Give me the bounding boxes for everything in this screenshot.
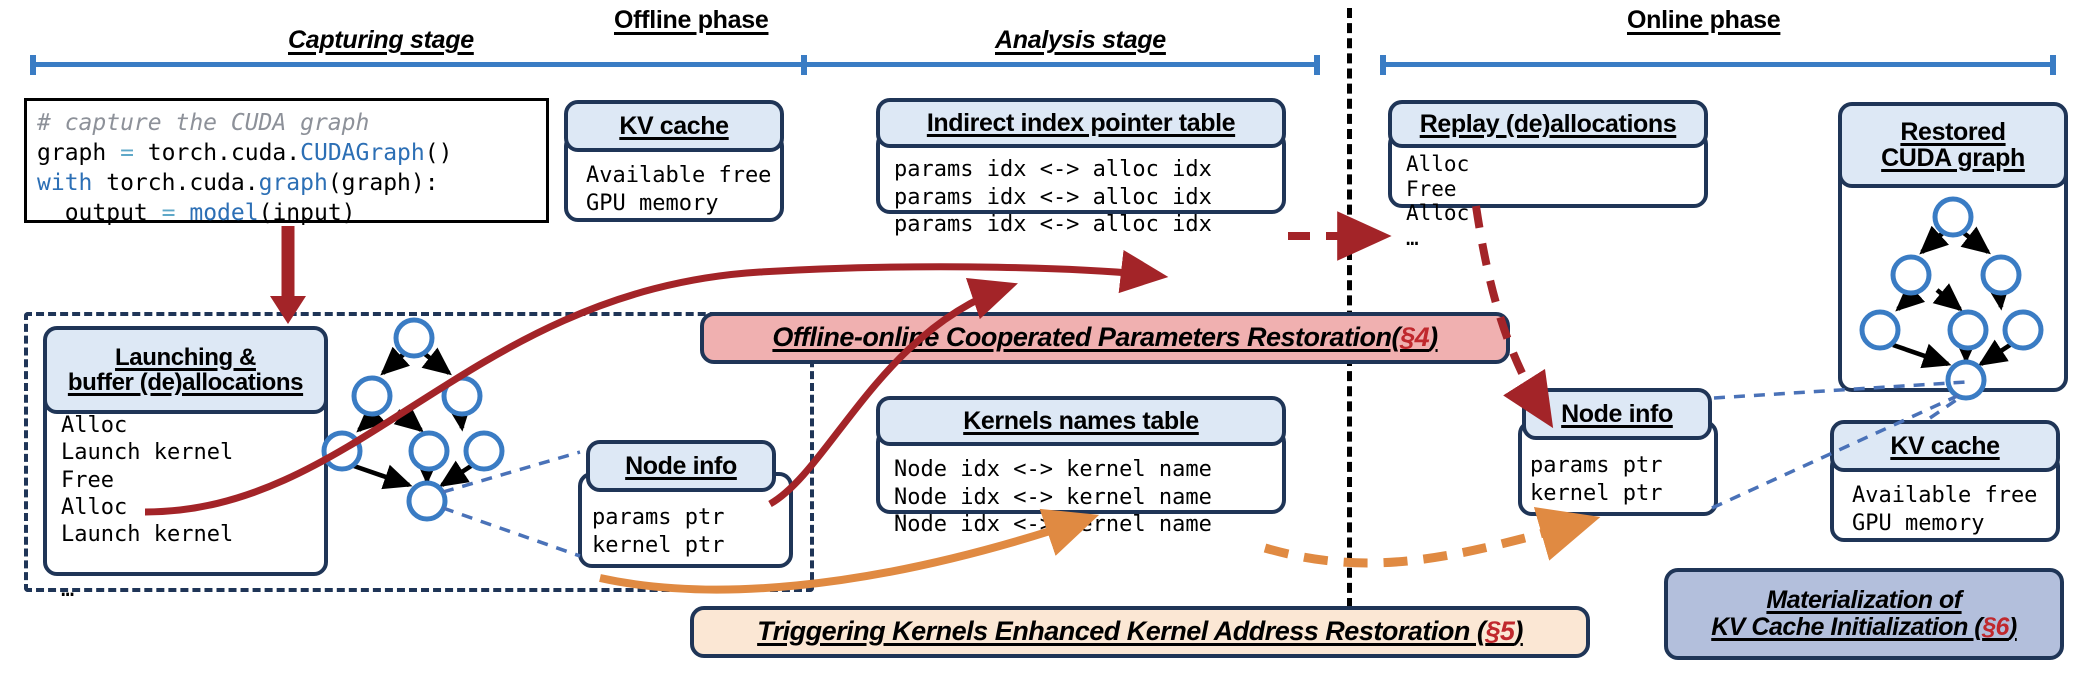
timeline-cap-stage-divider (801, 55, 807, 75)
card-title-line: Restored (1900, 117, 2006, 146)
timeline-cap-offline-start (30, 55, 36, 75)
card-title-line: KV cache (619, 111, 729, 140)
banner-kv-line1: Materialization of (1766, 585, 1962, 614)
indirect-index-pointer-table-title: Indirect index pointer table (876, 98, 1286, 148)
timeline-offline-capturing (34, 62, 804, 67)
captured-graph-svg (321, 317, 505, 522)
phase-label-online: Online phase (1627, 6, 1781, 34)
code-block: # capture the CUDA graph graph = torch.cu… (24, 98, 549, 226)
card-title-line: CUDA graph (1881, 144, 2025, 172)
stage-label-capturing: Capturing stage (288, 26, 474, 54)
timeline-online (1384, 62, 2056, 67)
card-title-line: buffer (de)allocations (67, 369, 304, 396)
timeline-cap-online-end (2050, 55, 2056, 75)
banner-kernel-text: Triggering Kernels Enhanced Kernel Addre… (757, 616, 1486, 647)
card-title-line: KV cache (1890, 431, 2000, 460)
code-content: # capture the CUDA graph graph = torch.cu… (27, 101, 546, 237)
stage-label-analysis: Analysis stage (995, 26, 1166, 54)
card-replay-deallocations: Alloc Free Alloc … Replay (de)allocation… (1388, 100, 1708, 250)
leader-kv-cache-online (1929, 394, 1963, 420)
kv-cache-online-title: KV cache (1830, 420, 2060, 472)
card-title-line: Replay (de)allocations (1419, 109, 1677, 138)
timeline-offline-analysis (805, 62, 1318, 67)
card-indirect-index-pointer-table: params idx <-> alloc idx params idx <-> … (876, 98, 1286, 237)
banner-params-section: §4 (1400, 322, 1430, 353)
node-info-online-title: Node info (1522, 388, 1712, 440)
code-line: graph = torch.cuda.CUDAGraph() (37, 139, 453, 166)
code-line: with torch.cuda.graph(graph): (37, 169, 439, 196)
kernels-names-table-title: Kernels names table (876, 396, 1286, 446)
banner-params-tail: ) (1429, 322, 1438, 353)
code-line: output = model(input) (37, 199, 356, 226)
arrow-kernels-table-to-node-info-online (1263, 507, 1601, 568)
timeline-cap-online-start (1380, 55, 1386, 75)
kv-cache-offline-body: Available free GPU memory (586, 163, 772, 216)
card-title-line: Node info (625, 451, 737, 480)
arrow-code-to-launching (270, 226, 306, 324)
card-title-line: Node info (1561, 399, 1673, 428)
card-kv-cache-offline: Available free GPU memory KV cache (564, 100, 784, 222)
card-kv-cache-online: Available free GPU memory KV cache (1830, 420, 2060, 542)
timeline-cap-offline-end (1314, 55, 1320, 75)
card-node-info-online: params ptr kernel ptr Node info (1518, 388, 1718, 516)
card-title-line: Launching & (115, 343, 256, 371)
card-title-line: Kernels names table (963, 406, 1199, 435)
banner-kernel-tail: ) (1514, 616, 1523, 647)
card-node-info-offline: params ptr kernel ptr Node info (578, 440, 793, 568)
card-launching-buffer-deallocations: Alloc Launch kernel Free Alloc Launch ke… (43, 326, 328, 602)
node-info-offline-title: Node info (586, 440, 776, 492)
phase-separator (1347, 8, 1352, 608)
phase-label-offline: Offline phase (614, 6, 769, 34)
banner-kernel-restoration[interactable]: Triggering Kernels Enhanced Kernel Addre… (690, 606, 1590, 658)
node-info-online-body: params ptr kernel ptr (1530, 453, 1663, 506)
card-kernels-names-table: Node idx <-> kernel name Node idx <-> ke… (876, 396, 1286, 537)
kernels-names-table-body: Node idx <-> kernel name Node idx <-> ke… (894, 457, 1212, 537)
banner-params-restoration[interactable]: Offline-online Cooperated Parameters Res… (700, 312, 1510, 364)
launching-buffer-title: Launching &buffer (de)allocations (43, 326, 328, 414)
indirect-index-pointer-table-body: params idx <-> alloc idx params idx <-> … (894, 157, 1212, 237)
banner-kv-materialization[interactable]: Materialization of KV Cache Initializati… (1664, 568, 2064, 660)
restored-graph-svg (1859, 196, 2044, 401)
banner-kv-line2: KV Cache Initialization ( (1711, 613, 1983, 641)
kv-cache-offline-title: KV cache (564, 100, 784, 152)
banner-kv-section: §6 (1982, 613, 2009, 641)
banner-kv-tail: ) (2008, 613, 2017, 641)
replay-deallocations-body: Alloc Free Alloc … (1406, 152, 1470, 250)
card-title-line: Indirect index pointer table (926, 108, 1236, 137)
code-line: # capture the CUDA graph (37, 110, 370, 136)
banner-kernel-section: §5 (1485, 616, 1515, 647)
banner-params-text: Offline-online Cooperated Parameters Res… (772, 322, 1401, 353)
replay-deallocations-title: Replay (de)allocations (1388, 100, 1708, 148)
